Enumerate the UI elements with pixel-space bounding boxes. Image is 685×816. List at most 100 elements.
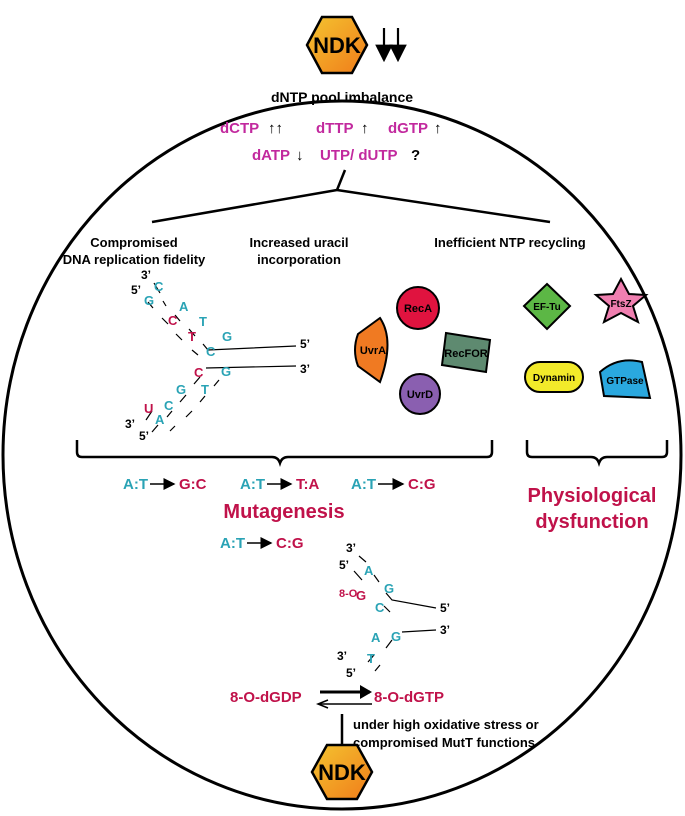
fork1-base: C bbox=[154, 279, 164, 294]
fork1-strand-top bbox=[153, 282, 297, 351]
fork1-strand-bottom-inner bbox=[145, 379, 220, 432]
fork1-end-right-3: 3’ bbox=[300, 362, 310, 376]
reca-shape bbox=[396, 286, 440, 330]
ndk-bottom-hexagon bbox=[310, 743, 374, 801]
ftsz-label: FtsZ bbox=[610, 299, 631, 310]
dynamin-node: Dynamin bbox=[524, 361, 584, 393]
uvra-node: UvrA bbox=[354, 316, 389, 384]
fork1-base: A bbox=[155, 412, 165, 427]
uvra-shape bbox=[354, 316, 389, 384]
dttp-arrow: ↑ bbox=[361, 120, 369, 137]
fork2-base: G bbox=[391, 629, 401, 644]
ndk-bottom-label: NDK bbox=[318, 760, 366, 785]
fork2-end-right-3: 3’ bbox=[440, 623, 450, 637]
mutation-from: A:T bbox=[123, 476, 148, 493]
dgtp-label: dGTP bbox=[388, 120, 428, 137]
mutation-4: A:T C:G bbox=[220, 535, 304, 552]
fork1-strand-top-inner bbox=[147, 301, 199, 356]
cell-ellipse bbox=[1, 99, 683, 811]
dctp-arrow: ↑↑ bbox=[268, 120, 283, 137]
recfor-shape bbox=[440, 331, 492, 374]
dna-fork-1: 3’ 5’ 5’ 3’ 3’ 5’ C G A C T T G C C G G … bbox=[125, 268, 310, 443]
fork2-base: G bbox=[384, 581, 394, 596]
fork2-base: 8-O bbox=[339, 588, 358, 600]
uracil-line-2: incorporation bbox=[257, 252, 341, 267]
equilibrium-arrows bbox=[315, 685, 372, 709]
dgtp-arrow: ↑ bbox=[434, 120, 442, 137]
ndk-bottom-node: NDK bbox=[310, 743, 374, 801]
mutation-to: T:A bbox=[296, 476, 319, 493]
eftu-shape bbox=[522, 282, 572, 331]
mutagenesis-label: Mutagenesis bbox=[223, 501, 344, 523]
eftu-node: EF-Tu bbox=[522, 282, 572, 331]
uracil-line-1: Increased uracil bbox=[250, 235, 349, 250]
fork1-base: G bbox=[144, 293, 154, 308]
mutation-3: A:T C:G bbox=[351, 476, 436, 493]
datp-label: dATP bbox=[252, 147, 290, 164]
dctp-label: dCTP bbox=[220, 120, 259, 137]
uvrd-shape bbox=[399, 373, 441, 415]
fork1-base: C bbox=[164, 398, 174, 413]
ndk-top-label: NDK bbox=[313, 33, 361, 58]
fork2-base: A bbox=[371, 630, 381, 645]
fork2-end-right-5: 5’ bbox=[440, 601, 450, 615]
pool-title: dNTP pool imbalance bbox=[271, 89, 413, 105]
fork2-base: C bbox=[375, 600, 385, 615]
fork1-base: C bbox=[194, 365, 204, 380]
mutation-1: A:T G:C bbox=[123, 476, 207, 493]
dgdp-label: 8-O-dGDP bbox=[230, 689, 302, 706]
fork1-base: G bbox=[222, 329, 232, 344]
fork1-base: C bbox=[168, 313, 178, 328]
gtpase-shape bbox=[598, 359, 652, 400]
fork1-end-bottom-5: 5’ bbox=[139, 429, 149, 443]
fidelity-line-2: DNA replication fidelity bbox=[63, 252, 206, 267]
branch-lines bbox=[151, 169, 551, 224]
repair-proteins: RecA UvrA RecFOR UvrD bbox=[354, 286, 492, 415]
dna-fork-2: 3’ 5’ 5’ 3’ 3’ 5’ A G 8-O G C A G T bbox=[337, 541, 450, 680]
ndk-top-hexagon bbox=[305, 15, 369, 75]
fork2-end-top-3: 3’ bbox=[346, 541, 356, 555]
uvra-label: UvrA bbox=[360, 345, 386, 357]
condition-line-1: under high oxidative stress or bbox=[353, 717, 539, 732]
fork2-base: G bbox=[356, 588, 366, 603]
mutation-to: C:G bbox=[276, 535, 304, 552]
ftsz-node: FtsZ bbox=[593, 276, 649, 325]
recycling-heading: Inefficient NTP recycling bbox=[434, 235, 586, 250]
uvrd-node: UvrD bbox=[399, 373, 441, 415]
fidelity-line-1: Compromised bbox=[90, 235, 177, 250]
fork1-base: G bbox=[221, 364, 231, 379]
reca-node: RecA bbox=[396, 286, 440, 330]
fork1-strand-bottom bbox=[151, 365, 297, 433]
recfor-label: RecFOR bbox=[444, 348, 487, 360]
ftsz-shape bbox=[593, 276, 649, 325]
left-brace bbox=[75, 440, 494, 467]
ndk-top-node: NDK bbox=[305, 15, 369, 75]
fork2-end-top-5: 5’ bbox=[339, 558, 349, 572]
fork1-end-bottom-3: 3’ bbox=[125, 417, 135, 431]
dttp-label: dTTP bbox=[316, 120, 354, 137]
physiological-line-2: dysfunction bbox=[535, 511, 648, 533]
right-brace bbox=[525, 440, 669, 467]
fork1-base: G bbox=[176, 382, 186, 397]
fork1-end-top-3: 3’ bbox=[141, 268, 151, 282]
physiological-line-1: Physiological bbox=[528, 485, 657, 507]
fork2-end-bottom-3: 3’ bbox=[337, 649, 347, 663]
reca-label: RecA bbox=[404, 303, 432, 315]
condition-line-2: compromised MutT functions bbox=[353, 735, 535, 750]
recfor-node: RecFOR bbox=[440, 331, 492, 374]
dynamin-label: Dynamin bbox=[533, 373, 575, 384]
mutation-2: A:T T:A bbox=[240, 476, 319, 493]
ndk-down-arrows bbox=[375, 28, 407, 63]
fork1-base: U bbox=[144, 401, 153, 416]
gtpase-node: GTPase bbox=[598, 359, 652, 400]
fork2-strands bbox=[353, 555, 437, 672]
eftu-label: EF-Tu bbox=[533, 302, 561, 313]
fork2-end-bottom-5: 5’ bbox=[346, 666, 356, 680]
mutation-to: G:C bbox=[179, 476, 207, 493]
fork1-base: C bbox=[206, 344, 216, 359]
fork1-end-right-5: 5’ bbox=[300, 337, 310, 351]
fork1-end-top-5: 5’ bbox=[131, 283, 141, 297]
mutation-from: A:T bbox=[220, 535, 245, 552]
gtp-proteins: EF-Tu FtsZ Dynamin GTPase bbox=[522, 276, 652, 400]
mutation-to: C:G bbox=[408, 476, 436, 493]
